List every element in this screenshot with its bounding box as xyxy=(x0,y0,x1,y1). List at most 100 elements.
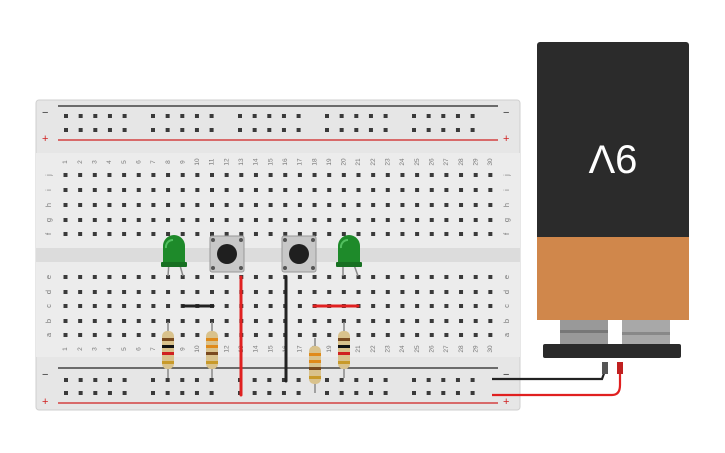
terminal-hole[interactable] xyxy=(122,304,127,308)
terminal-hole[interactable] xyxy=(459,203,464,207)
terminal-hole[interactable] xyxy=(488,232,493,236)
rail-hole[interactable] xyxy=(281,128,286,132)
terminal-hole[interactable] xyxy=(371,304,376,308)
terminal-hole[interactable] xyxy=(429,218,434,222)
terminal-hole[interactable] xyxy=(92,173,97,177)
rail-hole[interactable] xyxy=(194,378,199,382)
terminal-hole[interactable] xyxy=(195,218,200,222)
resistor-2[interactable] xyxy=(206,322,218,378)
terminal-hole[interactable] xyxy=(195,290,200,294)
terminal-hole[interactable] xyxy=(283,188,288,192)
rail-hole[interactable] xyxy=(238,128,242,132)
terminal-hole[interactable] xyxy=(283,232,288,236)
terminal-hole[interactable] xyxy=(488,188,493,192)
terminal-hole[interactable] xyxy=(415,319,420,323)
battery-red-lead[interactable] xyxy=(492,368,622,397)
terminal-hole[interactable] xyxy=(63,218,68,222)
terminal-hole[interactable] xyxy=(385,275,390,279)
terminal-hole[interactable] xyxy=(415,275,420,279)
terminal-hole[interactable] xyxy=(429,333,434,337)
terminal-hole[interactable] xyxy=(385,188,390,192)
rail-hole[interactable] xyxy=(281,114,286,118)
terminal-hole[interactable] xyxy=(400,232,405,236)
terminal-hole[interactable] xyxy=(107,173,112,177)
terminal-hole[interactable] xyxy=(210,319,214,323)
rail-hole[interactable] xyxy=(441,114,446,118)
terminal-hole[interactable] xyxy=(297,290,302,294)
rail-hole[interactable] xyxy=(383,114,388,118)
terminal-hole[interactable] xyxy=(224,218,229,222)
terminal-hole[interactable] xyxy=(415,173,420,177)
terminal-hole[interactable] xyxy=(327,203,332,207)
terminal-hole[interactable] xyxy=(473,333,478,337)
terminal-hole[interactable] xyxy=(268,232,273,236)
terminal-hole[interactable] xyxy=(312,333,317,337)
terminal-hole[interactable] xyxy=(166,290,171,294)
terminal-hole[interactable] xyxy=(429,173,434,177)
terminal-hole[interactable] xyxy=(268,173,273,177)
rail-hole[interactable] xyxy=(209,114,214,118)
terminal-hole[interactable] xyxy=(488,203,493,207)
led-green-left[interactable] xyxy=(161,235,187,277)
terminal-hole[interactable] xyxy=(180,203,185,207)
terminal-hole[interactable] xyxy=(473,232,478,236)
rail-hole[interactable] xyxy=(122,391,127,395)
terminal-hole[interactable] xyxy=(415,188,420,192)
terminal-hole[interactable] xyxy=(210,232,214,236)
terminal-hole[interactable] xyxy=(195,333,200,337)
terminal-hole[interactable] xyxy=(78,275,83,279)
rail-hole[interactable] xyxy=(354,128,359,132)
terminal-hole[interactable] xyxy=(444,203,449,207)
terminal-hole[interactable] xyxy=(400,188,405,192)
rail-hole[interactable] xyxy=(64,114,68,118)
terminal-hole[interactable] xyxy=(429,319,434,323)
terminal-hole[interactable] xyxy=(224,333,229,337)
terminal-hole[interactable] xyxy=(444,290,449,294)
terminal-hole[interactable] xyxy=(327,333,332,337)
terminal-hole[interactable] xyxy=(78,203,83,207)
rail-hole[interactable] xyxy=(165,128,170,132)
rail-hole[interactable] xyxy=(151,378,155,382)
terminal-hole[interactable] xyxy=(268,319,273,323)
terminal-hole[interactable] xyxy=(92,232,97,236)
terminal-hole[interactable] xyxy=(107,319,112,323)
terminal-hole[interactable] xyxy=(429,188,434,192)
rail-hole[interactable] xyxy=(107,128,112,132)
rail-hole[interactable] xyxy=(470,114,475,118)
rail-hole[interactable] xyxy=(252,128,257,132)
terminal-hole[interactable] xyxy=(327,290,332,294)
terminal-hole[interactable] xyxy=(92,218,97,222)
terminal-hole[interactable] xyxy=(224,188,229,192)
terminal-hole[interactable] xyxy=(107,188,112,192)
rail-hole[interactable] xyxy=(354,114,359,118)
terminal-hole[interactable] xyxy=(136,173,141,177)
terminal-hole[interactable] xyxy=(356,203,361,207)
rail-hole[interactable] xyxy=(325,391,329,395)
terminal-hole[interactable] xyxy=(210,173,214,177)
terminal-hole[interactable] xyxy=(473,173,478,177)
rail-hole[interactable] xyxy=(368,391,373,395)
terminal-hole[interactable] xyxy=(444,304,449,308)
terminal-hole[interactable] xyxy=(283,173,288,177)
terminal-hole[interactable] xyxy=(136,232,141,236)
rail-hole[interactable] xyxy=(267,114,272,118)
terminal-hole[interactable] xyxy=(151,304,156,308)
rail-hole[interactable] xyxy=(339,128,344,132)
rail-hole[interactable] xyxy=(180,378,185,382)
terminal-hole[interactable] xyxy=(444,218,449,222)
terminal-hole[interactable] xyxy=(122,319,127,323)
rail-hole[interactable] xyxy=(180,391,185,395)
push-button-right[interactable] xyxy=(281,235,317,273)
terminal-hole[interactable] xyxy=(297,333,302,337)
terminal-hole[interactable] xyxy=(356,275,361,279)
resistor-4[interactable] xyxy=(338,322,350,378)
terminal-hole[interactable] xyxy=(151,218,156,222)
rail-hole[interactable] xyxy=(180,128,185,132)
terminal-hole[interactable] xyxy=(341,319,346,323)
terminal-hole[interactable] xyxy=(297,188,302,192)
terminal-hole[interactable] xyxy=(78,304,83,308)
terminal-hole[interactable] xyxy=(253,304,258,308)
terminal-hole[interactable] xyxy=(210,218,214,222)
terminal-hole[interactable] xyxy=(459,173,464,177)
rail-hole[interactable] xyxy=(78,391,83,395)
